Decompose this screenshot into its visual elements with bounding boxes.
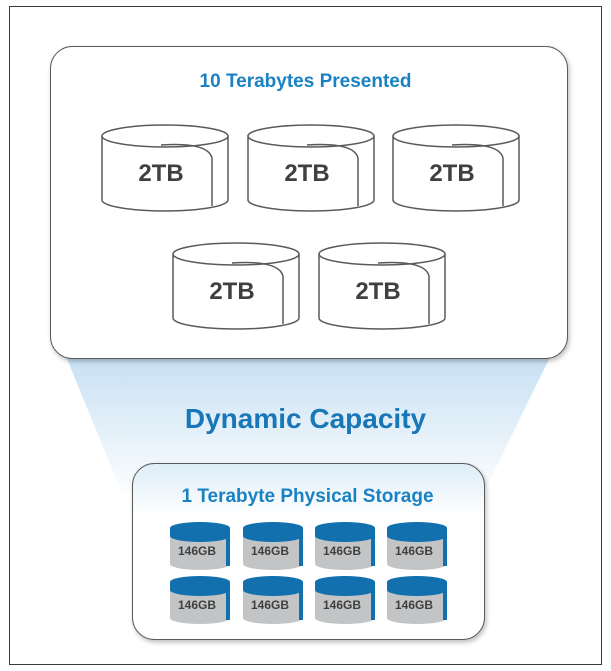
physical-disk: 146GB: [170, 576, 230, 624]
disk-label: 146GB: [178, 598, 216, 612]
physical-disk: 146GB: [243, 522, 303, 570]
dynamic-capacity-label: Dynamic Capacity: [184, 403, 427, 434]
physical-storage-title: 1 Terabyte Physical Storage: [181, 486, 434, 507]
volume-cylinder: 2TB: [247, 124, 375, 212]
presented-volumes: 2TB 2TB 2TB 2TB 2TB: [101, 124, 520, 330]
physical-disk: 146GB: [387, 522, 447, 570]
physical-disk: 146GB: [170, 522, 230, 570]
physical-disk: 146GB: [243, 576, 303, 624]
disk-label: 146GB: [178, 544, 216, 558]
volume-label: 2TB: [355, 278, 400, 305]
volume-cylinder: 2TB: [318, 242, 446, 330]
physical-disk: 146GB: [315, 522, 375, 570]
disk-label: 146GB: [251, 598, 289, 612]
physical-disk: 146GB: [387, 576, 447, 624]
physical-disks: 146GB 146GB 146GB 146GB 146GB 146GB 146GB 146GB: [170, 522, 447, 624]
presented-title: 10 Terabytes Presented: [199, 71, 412, 92]
disk-label: 146GB: [323, 544, 361, 558]
disk-label: 146GB: [251, 544, 289, 558]
volume-cylinder: 2TB: [101, 124, 229, 212]
disk-label: 146GB: [323, 598, 361, 612]
disk-label: 146GB: [395, 544, 433, 558]
volume-cylinder: 2TB: [392, 124, 520, 212]
volume-label: 2TB: [138, 160, 183, 187]
volume-cylinder: 2TB: [172, 242, 300, 330]
disk-label: 146GB: [395, 598, 433, 612]
volume-label: 2TB: [429, 160, 474, 187]
physical-disk: 146GB: [315, 576, 375, 624]
capacity-funnel: [62, 347, 555, 500]
volume-label: 2TB: [284, 160, 329, 187]
volume-label: 2TB: [209, 278, 254, 305]
